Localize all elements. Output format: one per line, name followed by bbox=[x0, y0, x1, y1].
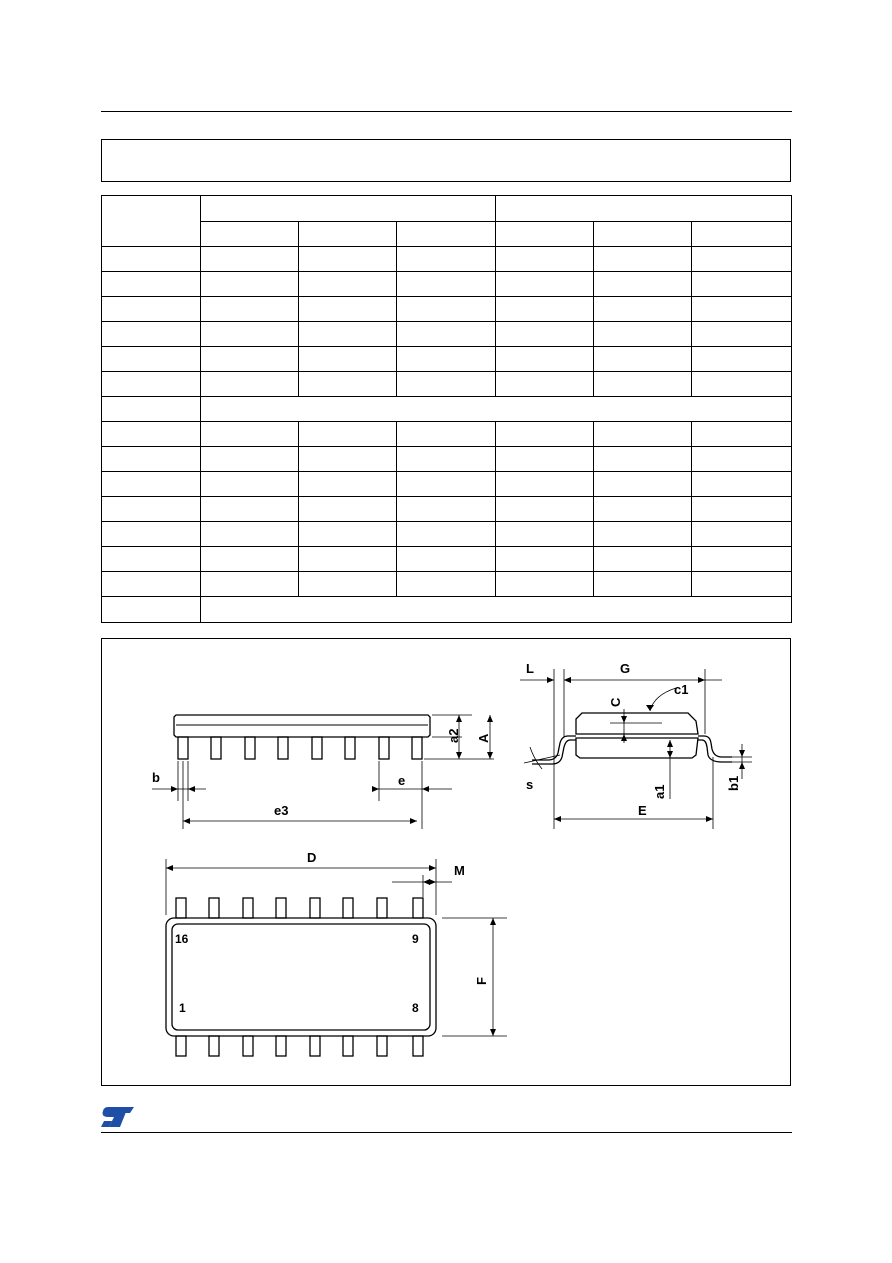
dim-L-label: L bbox=[526, 661, 534, 676]
header-inch-cell bbox=[495, 195, 793, 222]
side-view bbox=[152, 714, 494, 829]
dimensions-table bbox=[101, 194, 793, 623]
pin-9-label: 9 bbox=[412, 932, 419, 946]
table-row bbox=[101, 296, 793, 322]
header-rule bbox=[101, 111, 792, 112]
dim-F-label: F bbox=[474, 977, 489, 985]
end-view bbox=[520, 669, 752, 829]
table-row bbox=[101, 345, 793, 372]
table-row bbox=[101, 546, 793, 573]
table-row bbox=[101, 246, 793, 273]
table-row-merged bbox=[101, 395, 793, 423]
dim-E-label: E bbox=[638, 803, 647, 818]
table-row bbox=[101, 271, 793, 297]
header-typ-cell bbox=[593, 220, 693, 248]
dim-e3-label: e3 bbox=[274, 803, 288, 818]
table-row bbox=[101, 521, 793, 548]
footer-rule bbox=[101, 1132, 792, 1133]
package-drawing: b e e3 a2 A bbox=[101, 638, 791, 1086]
pin-8-label: 8 bbox=[412, 1001, 419, 1015]
st-logo-icon bbox=[101, 1107, 134, 1127]
dim-b-label: b bbox=[152, 770, 160, 785]
top-view bbox=[165, 859, 507, 1057]
table-row bbox=[101, 421, 793, 448]
table-title-box bbox=[101, 139, 791, 182]
header-max-cell bbox=[395, 220, 497, 248]
dim-e-label: e bbox=[398, 773, 405, 788]
header-min-cell bbox=[495, 220, 595, 248]
table-row bbox=[101, 370, 793, 397]
dim-a2-label: a2 bbox=[446, 729, 461, 743]
table-row bbox=[101, 471, 793, 498]
header-typ-cell bbox=[298, 220, 397, 248]
table-subheader-row bbox=[102, 220, 793, 248]
header-mm-cell bbox=[199, 195, 497, 222]
dim-c1-label: c1 bbox=[674, 682, 688, 697]
dim-A-label: A bbox=[476, 733, 491, 743]
table-row bbox=[101, 446, 793, 473]
table-header-row bbox=[101, 194, 793, 248]
package-outline-svg: b e e3 a2 A bbox=[152, 661, 752, 1057]
pin-16-label: 16 bbox=[175, 932, 189, 946]
pin-1-label: 1 bbox=[179, 1001, 186, 1015]
table-row bbox=[101, 571, 793, 598]
header-max-cell bbox=[691, 220, 793, 248]
table-row-merged bbox=[101, 596, 793, 623]
dim-D-label: D bbox=[307, 850, 316, 865]
dim-b1-label: b1 bbox=[726, 776, 741, 791]
dim-s-label: s bbox=[526, 777, 533, 792]
side-view-arrows bbox=[171, 715, 493, 824]
dim-a1-label: a1 bbox=[652, 785, 667, 799]
header-min-cell bbox=[200, 220, 299, 248]
top-view-arrows bbox=[166, 865, 496, 1036]
dim-G-label: G bbox=[620, 661, 630, 676]
dim-C-label: C bbox=[608, 697, 623, 707]
dim-M-label: M bbox=[454, 863, 465, 878]
header-dim-cell bbox=[101, 194, 201, 248]
end-view-arrows bbox=[547, 677, 745, 822]
table-row bbox=[101, 496, 793, 523]
table-row bbox=[101, 320, 793, 347]
